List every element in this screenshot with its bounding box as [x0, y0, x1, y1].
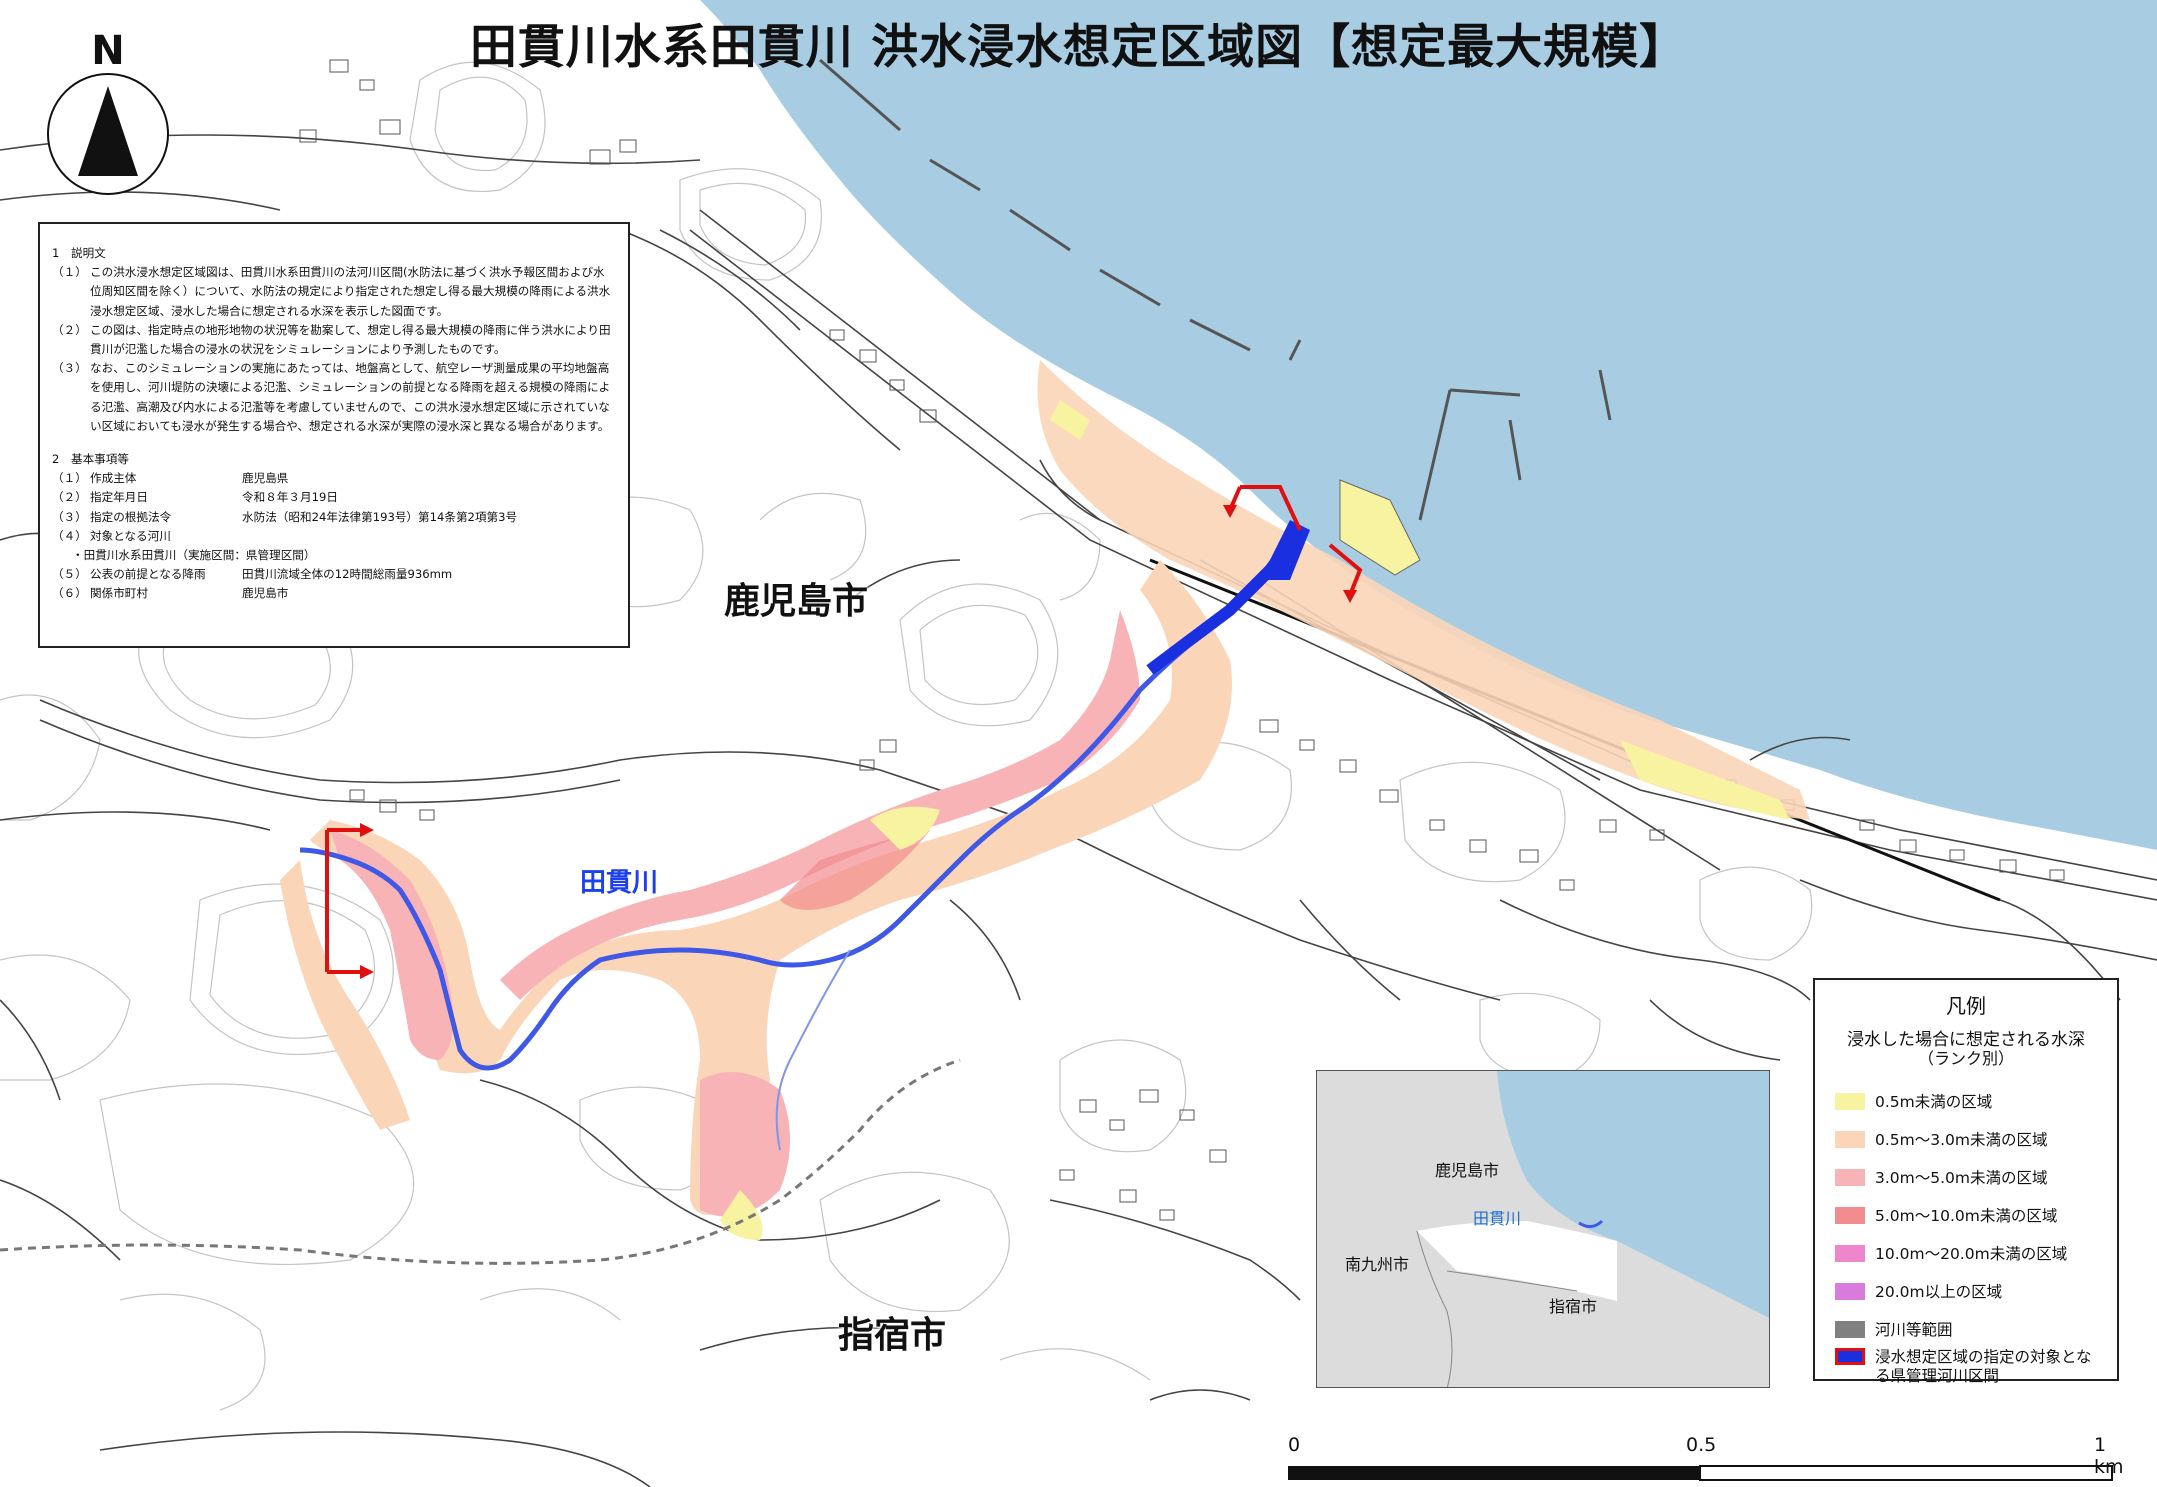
notes-item: （１） この洪水浸水想定区域図は、田貫川水系田貫川の法河川区間(水防法に基づく洪… [52, 265, 611, 318]
legend-item-river-section: 浸水想定区域の指定の対象となる県管理河川区間 [1835, 1348, 2117, 1394]
legend-swatch-river-section [1835, 1348, 1865, 1365]
legend-item: 10.0m～20.0m未満の区域 [1835, 1234, 2117, 1272]
inset-map: 鹿児島市 田貫川 南九州市 指宿市 [1316, 1070, 1770, 1388]
red-arrows [325, 485, 1363, 974]
basic-row: （２） 指定年月日 令和８年３月19日 [52, 490, 338, 505]
target-river: ・田貫川水系田貫川（実施区間：県管理区間） [72, 548, 316, 563]
legend-note: （ランク別） [1917, 1049, 2014, 1068]
north-arrow-icon [47, 73, 169, 195]
roads [0, 134, 2157, 1487]
legend: 凡例 浸水した場合に想定される水深 （ランク別） 0.5m未満の区域 0.5m～… [1813, 978, 2119, 1385]
buildings [299, 59, 2065, 1221]
legend-item: 5.0m～10.0m未満の区域 [1835, 1196, 2117, 1234]
scale-label-end: 1 km [2094, 1434, 2124, 1478]
notes-section1-heading: 1 説明文 [52, 246, 106, 260]
place-label-kagoshima: 鹿児島市 [724, 581, 869, 622]
basic-row: （５） 公表の前提となる降雨 田貫川流域全体の12時間総雨量936mm [52, 567, 453, 582]
city-boundary [0, 1058, 961, 1265]
scale-labels: 0 0.5 1 km [1288, 1434, 2124, 1480]
river-tanuki [299, 538, 1292, 1071]
river-mouth [1260, 520, 1310, 580]
breakwaters [819, 58, 1612, 521]
scale-bar [1288, 1465, 2113, 1481]
basic-row: （３） 指定の根拠法令 水防法（昭和24年法律第193号）第14条第2項第3号 [52, 509, 518, 524]
legend-swatch [1835, 1206, 1865, 1224]
inset-label-kagoshima: 鹿児島市 [1435, 1161, 1500, 1180]
basic-row: （６） 関係市町村 鹿児島市 [52, 586, 289, 601]
legend-subtitle: 浸水した場合に想定される水深 [1847, 1030, 2085, 1050]
coastal-flood-zone [1037, 360, 1810, 820]
notes-item: （３） なお、このシミュレーションの実施にあたっては、地盤高として、航空レーザ測… [52, 361, 611, 433]
legend-swatch [1835, 1092, 1865, 1110]
valley-flood-zone [280, 560, 1232, 1240]
basic-row: （４） 対象となる河川 [52, 528, 171, 543]
river-tributary [775, 949, 851, 1151]
legend-item: 3.0m～5.0m未満の区域 [1835, 1158, 2117, 1196]
legend-swatch [1835, 1244, 1865, 1262]
notes-section2-heading: 2 基本事項等 [52, 452, 129, 467]
map-title: 田貫川水系田貫川 洪水浸水想定区域図【想定最大規模】 [469, 20, 1688, 75]
legend-item: 20.0m以上の区域 [1835, 1272, 2117, 1310]
explanation-panel: 1 説明文 （１） この洪水浸水想定区域図は、田貫川水系田貫川の法河川区間(水防… [38, 222, 630, 648]
legend-swatch [1835, 1282, 1865, 1300]
inset-map-graphic [1317, 1071, 1769, 1387]
red-arrowheads [360, 505, 1357, 979]
inset-label-ibusuki: 指宿市 [1549, 1297, 1598, 1316]
legend-item: 河川等範囲 [1835, 1310, 2117, 1348]
notes-item: （２） この図は、指定時点の地形地物の状況等を勘案して、想定し得る最大規模の降雨… [52, 322, 611, 357]
river-label: 田貫川 [580, 868, 659, 898]
inset-label-river: 田貫川 [1473, 1209, 1522, 1228]
legend-swatch [1835, 1130, 1865, 1148]
inset-label-minamikyushu: 南九州市 [1345, 1255, 1410, 1274]
legend-swatch [1835, 1320, 1865, 1338]
legend-list: 0.5m未満の区域 0.5m～3.0m未満の区域 3.0m～5.0m未満の区域 … [1835, 1082, 2117, 1394]
basic-row: （１） 作成主体 鹿児島県 [52, 471, 289, 486]
harbor-pier [1339, 479, 1421, 576]
legend-title: 凡例 [1946, 994, 1986, 1018]
scale-label-start: 0 [1288, 1434, 1301, 1456]
legend-item: 0.5m～3.0m未満の区域 [1835, 1120, 2117, 1158]
legend-item: 0.5m未満の区域 [1835, 1082, 2117, 1120]
place-label-ibusuki: 指宿市 [838, 1315, 947, 1356]
north-label: N [91, 28, 125, 74]
sea [700, 0, 2157, 850]
north-arrow: N [38, 28, 178, 198]
legend-swatch [1835, 1168, 1865, 1186]
scale-label-mid: 0.5 [1686, 1434, 1717, 1456]
